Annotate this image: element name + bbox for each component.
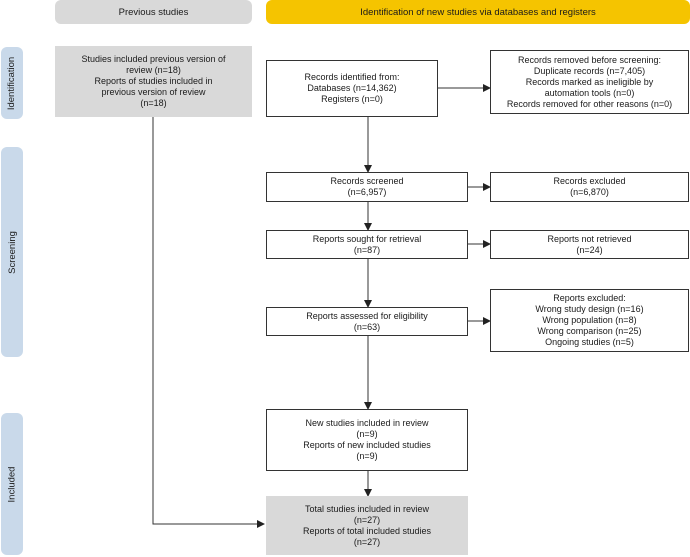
reports-excluded-line-1: Reports excluded: — [553, 293, 626, 303]
box-total-studies-included: Total studies included in review (n=27) … — [266, 496, 468, 555]
identified-line-1: Records identified from: — [304, 72, 400, 82]
removed-line-2: Duplicate records (n=7,405) — [533, 65, 646, 76]
removed-line-3: Records marked as ineligible by — [525, 76, 654, 87]
screened-line-1: Records screened — [330, 176, 404, 186]
box-records-screened: Records screened (n=6,957) — [266, 172, 468, 202]
reports-excluded-line-2: Wrong study design (n=16) — [535, 304, 644, 314]
prev-line-1: Studies included previous version of — [81, 54, 226, 64]
box-reports-excluded: Reports excluded: Wrong study design (n=… — [490, 289, 689, 352]
phase-included-label: Included — [6, 466, 18, 502]
removed-line-5: Records removed for other reasons (n=0) — [506, 98, 673, 109]
total-included-line-3: Reports of total included studies — [302, 525, 432, 536]
box-previous-included: Studies included previous version of rev… — [55, 46, 252, 117]
phase-included: Included — [1, 413, 23, 555]
new-included-line-3: Reports of new included studies — [303, 440, 431, 450]
box-records-excluded: Records excluded (n=6,870) — [490, 172, 689, 202]
phase-identification-label: Identification — [6, 56, 18, 110]
box-reports-assessed: Reports assessed for eligibility (n=63) — [266, 307, 468, 336]
assessed-line-2: (n=63) — [353, 321, 381, 332]
phase-screening: Screening — [1, 147, 23, 357]
removed-line-4: automation tools (n=0) — [544, 87, 635, 98]
total-included-line-2: (n=27) — [353, 514, 381, 525]
excluded-line-1: Records excluded — [553, 176, 626, 186]
reports-excluded-line-5: Ongoing studies (n=5) — [545, 337, 634, 347]
prev-line-5: (n=18) — [140, 98, 167, 108]
header-previous-studies: Previous studies — [55, 0, 252, 24]
screened-line-2: (n=6,957) — [347, 187, 387, 197]
prev-line-3: Reports of studies included in — [94, 76, 213, 86]
phase-identification: Identification — [1, 47, 23, 119]
sought-line-2: (n=87) — [353, 244, 381, 255]
box-records-identified: Records identified from: Databases (n=14… — [266, 60, 438, 117]
prev-line-2: review (n=18) — [126, 65, 181, 75]
reports-excluded-line-3: Wrong population (n=8) — [542, 315, 637, 325]
box-new-studies-included: New studies included in review (n=9) Rep… — [266, 409, 468, 471]
identified-line-3: Registers (n=0) — [321, 94, 383, 104]
header-new-studies: Identification of new studies via databa… — [266, 0, 690, 24]
not-retrieved-line-2: (n=24) — [576, 244, 603, 255]
removed-line-1: Records removed before screening: — [517, 54, 662, 65]
new-included-line-2: (n=9) — [356, 429, 378, 439]
assessed-line-1: Reports assessed for eligibility — [306, 310, 428, 321]
total-included-line-4: (n=27) — [353, 536, 381, 547]
new-included-line-1: New studies included in review — [305, 418, 429, 428]
excluded-line-2: (n=6,870) — [570, 187, 609, 197]
total-included-line-1: Total studies included in review — [304, 503, 430, 514]
phase-screening-label: Screening — [6, 230, 18, 274]
prev-line-4: previous version of review — [101, 87, 206, 97]
box-reports-sought: Reports sought for retrieval (n=87) — [266, 230, 468, 259]
box-records-removed: Records removed before screening: Duplic… — [490, 50, 689, 114]
arrow-previous-to-total — [152, 117, 265, 528]
not-retrieved-line-1: Reports not retrieved — [547, 233, 632, 244]
reports-excluded-line-4: Wrong comparison (n=25) — [537, 326, 642, 336]
new-included-line-4: (n=9) — [356, 451, 378, 461]
identified-line-2: Databases (n=14,362) — [307, 83, 397, 93]
box-reports-not-retrieved: Reports not retrieved (n=24) — [490, 230, 689, 259]
sought-line-1: Reports sought for retrieval — [312, 233, 422, 244]
